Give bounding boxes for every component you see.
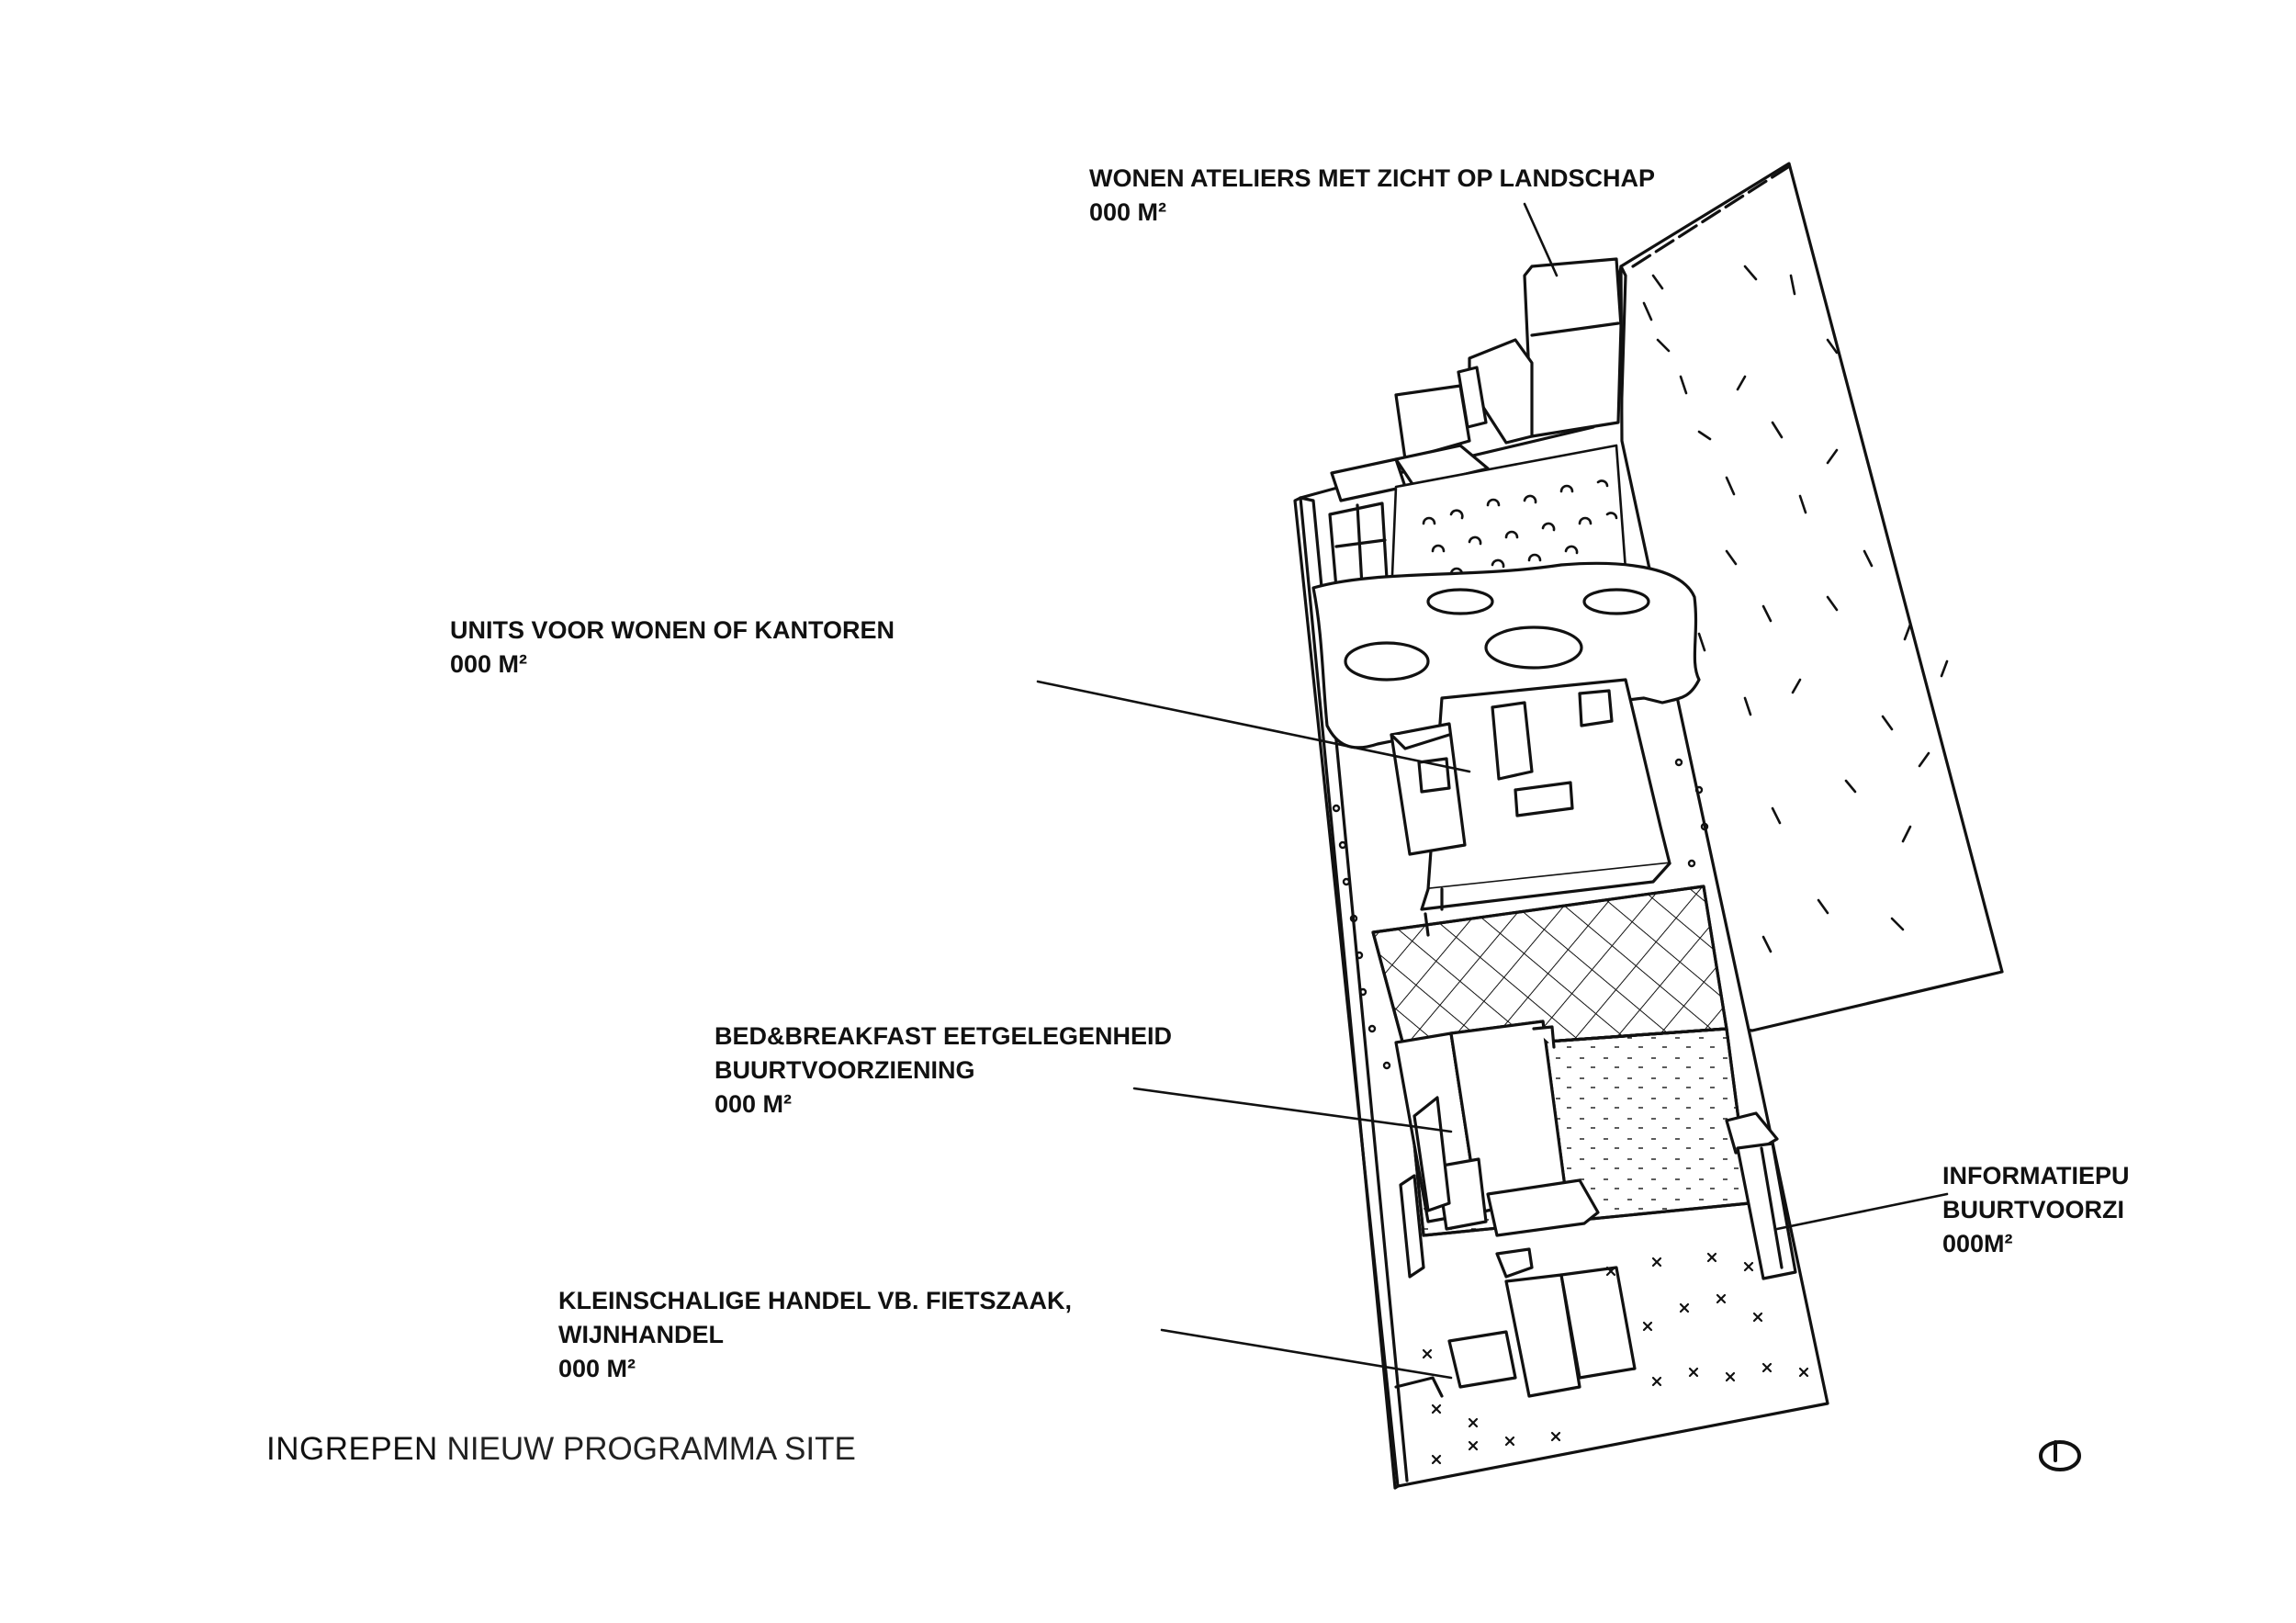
handel-title: KLEINSCHALIGE HANDEL VB. FIETSZAAK, (558, 1287, 1073, 1314)
units-label: UNITS VOOR WONEN OF KANTOREN 000 M² (450, 614, 895, 682)
ateliers-label: WONEN ATELIERS MET ZICHT OP LANDSCHAP 00… (1089, 162, 1655, 230)
bnb-subtitle: BUURTVOORZIENING (715, 1056, 975, 1084)
handel-area: 000 M² (558, 1355, 636, 1382)
info-title: INFORMATIEPU (1942, 1162, 2130, 1189)
bnb-building (1396, 1021, 1598, 1277)
info-pavilion (1727, 1113, 1795, 1279)
units-title: UNITS VOOR WONEN OF KANTOREN (450, 616, 895, 644)
ateliers-title: WONEN ATELIERS MET ZICHT OP LANDSCHAP (1089, 164, 1656, 192)
ateliers-buildings (1332, 259, 1621, 501)
handel-label: KLEINSCHALIGE HANDEL VB. FIETSZAAK, WIJN… (558, 1284, 1072, 1386)
page-title-bold: INGREPEN (266, 1431, 438, 1467)
leader-lines (1038, 204, 1947, 1378)
page-title: INGREPEN NIEUW PROGRAMMA SITE (266, 1431, 856, 1468)
units-area: 000 M² (450, 650, 528, 678)
units-building (1391, 680, 1670, 909)
lawn-marks (1424, 1254, 1807, 1463)
info-label: INFORMATIEPU BUURTVOORZI 000M² (1942, 1159, 2143, 1261)
info-area: 000M² (1942, 1230, 2013, 1257)
bnb-area: 000 M² (715, 1090, 793, 1118)
bnb-title: BED&BREAKFAST EETGELEGENHEID (715, 1022, 1173, 1050)
north-arrow-icon (2041, 1442, 2079, 1470)
ateliers-area: 000 M² (1089, 198, 1167, 226)
shop-buildings (1396, 1249, 1635, 1396)
side-paths (1334, 760, 1707, 1068)
info-subtitle: BUURTVOORZI (1942, 1196, 2124, 1223)
handel-subtitle: WIJNHANDEL (558, 1321, 724, 1348)
page-title-rest: NIEUW PROGRAMMA SITE (437, 1431, 856, 1467)
bnb-label: BED&BREAKFAST EETGELEGENHEID BUURTVOORZI… (715, 1020, 1172, 1121)
